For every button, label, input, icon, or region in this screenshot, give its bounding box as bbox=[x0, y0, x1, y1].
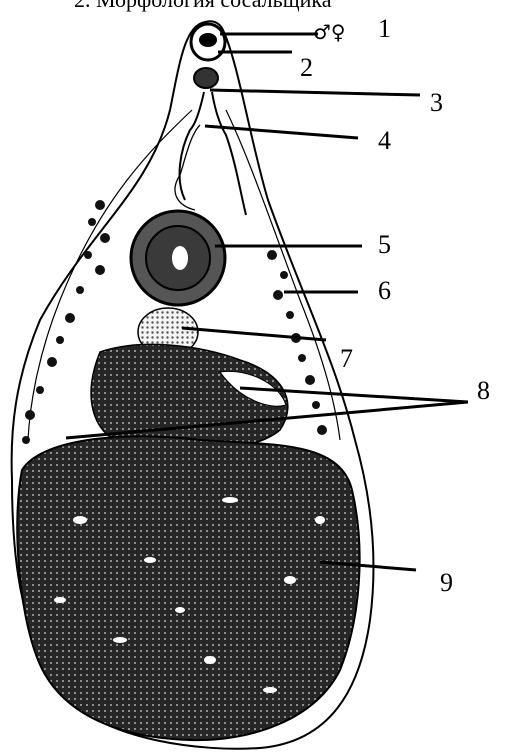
uterus bbox=[17, 436, 359, 740]
label-9: 9 bbox=[440, 570, 453, 596]
label-8: 8 bbox=[477, 378, 490, 404]
label-3: 3 bbox=[430, 90, 443, 116]
sex-symbols: ♂♀ bbox=[313, 22, 346, 42]
label-6: 6 bbox=[378, 278, 391, 304]
label-2: 2 bbox=[300, 55, 313, 81]
label-1: 1 bbox=[378, 16, 391, 42]
label-7: 7 bbox=[340, 346, 353, 372]
pharynx bbox=[194, 68, 218, 88]
label-4: 4 bbox=[378, 128, 391, 154]
label-5: 5 bbox=[378, 232, 391, 258]
